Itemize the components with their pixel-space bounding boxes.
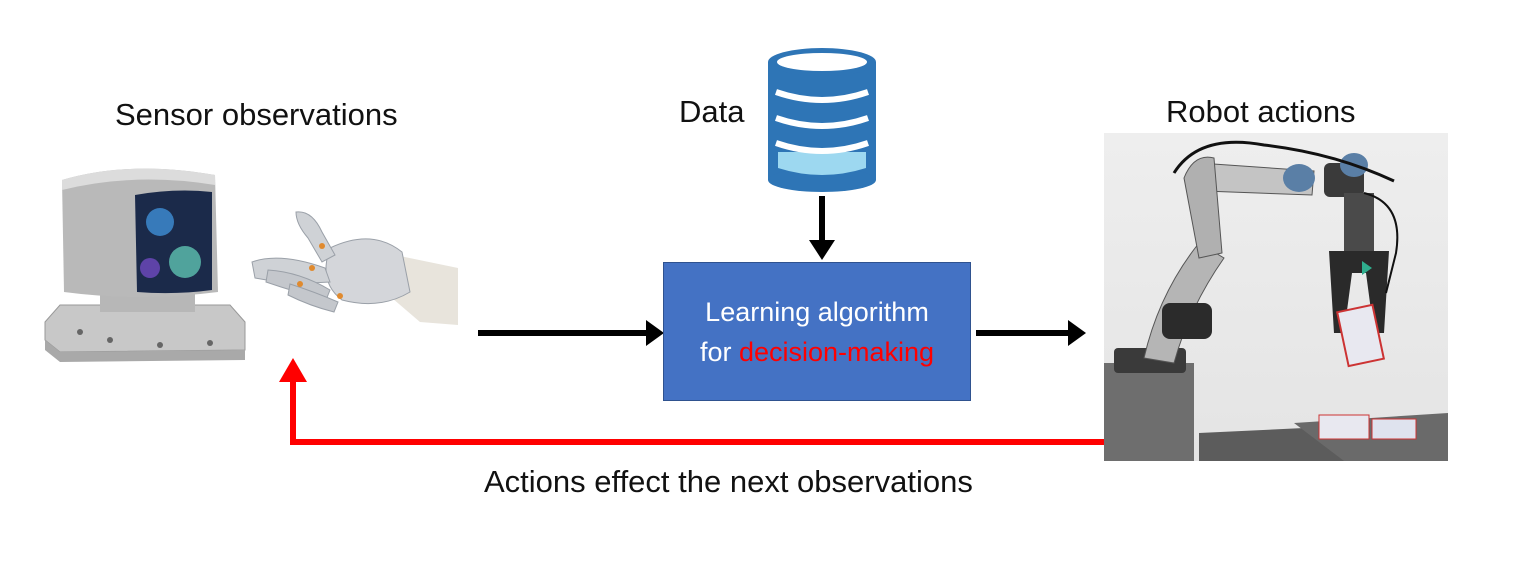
algorithm-line-2-prefix: for <box>699 336 739 367</box>
feedback-arrow <box>290 378 1104 445</box>
database-icon <box>768 48 876 192</box>
algorithm-line-1: Learning algorithm <box>705 296 929 327</box>
feedback-label: Actions effect the next observations <box>484 464 973 499</box>
robotic-hand-image <box>251 211 458 325</box>
lidar-sensor-image <box>44 168 246 362</box>
algorithm-line-2: for decision-making <box>700 332 934 372</box>
robot-actions-label: Robot actions <box>1166 94 1356 129</box>
learning-algorithm-box: Learning algorithm for decision-making <box>663 262 971 401</box>
robot-arm-drawing <box>1104 140 1448 461</box>
sensor-observations-label: Sensor observations <box>115 97 398 132</box>
decision-making-highlight: decision-making <box>738 336 935 367</box>
data-label: Data <box>679 94 745 129</box>
robot-arm-photo <box>1104 133 1448 461</box>
